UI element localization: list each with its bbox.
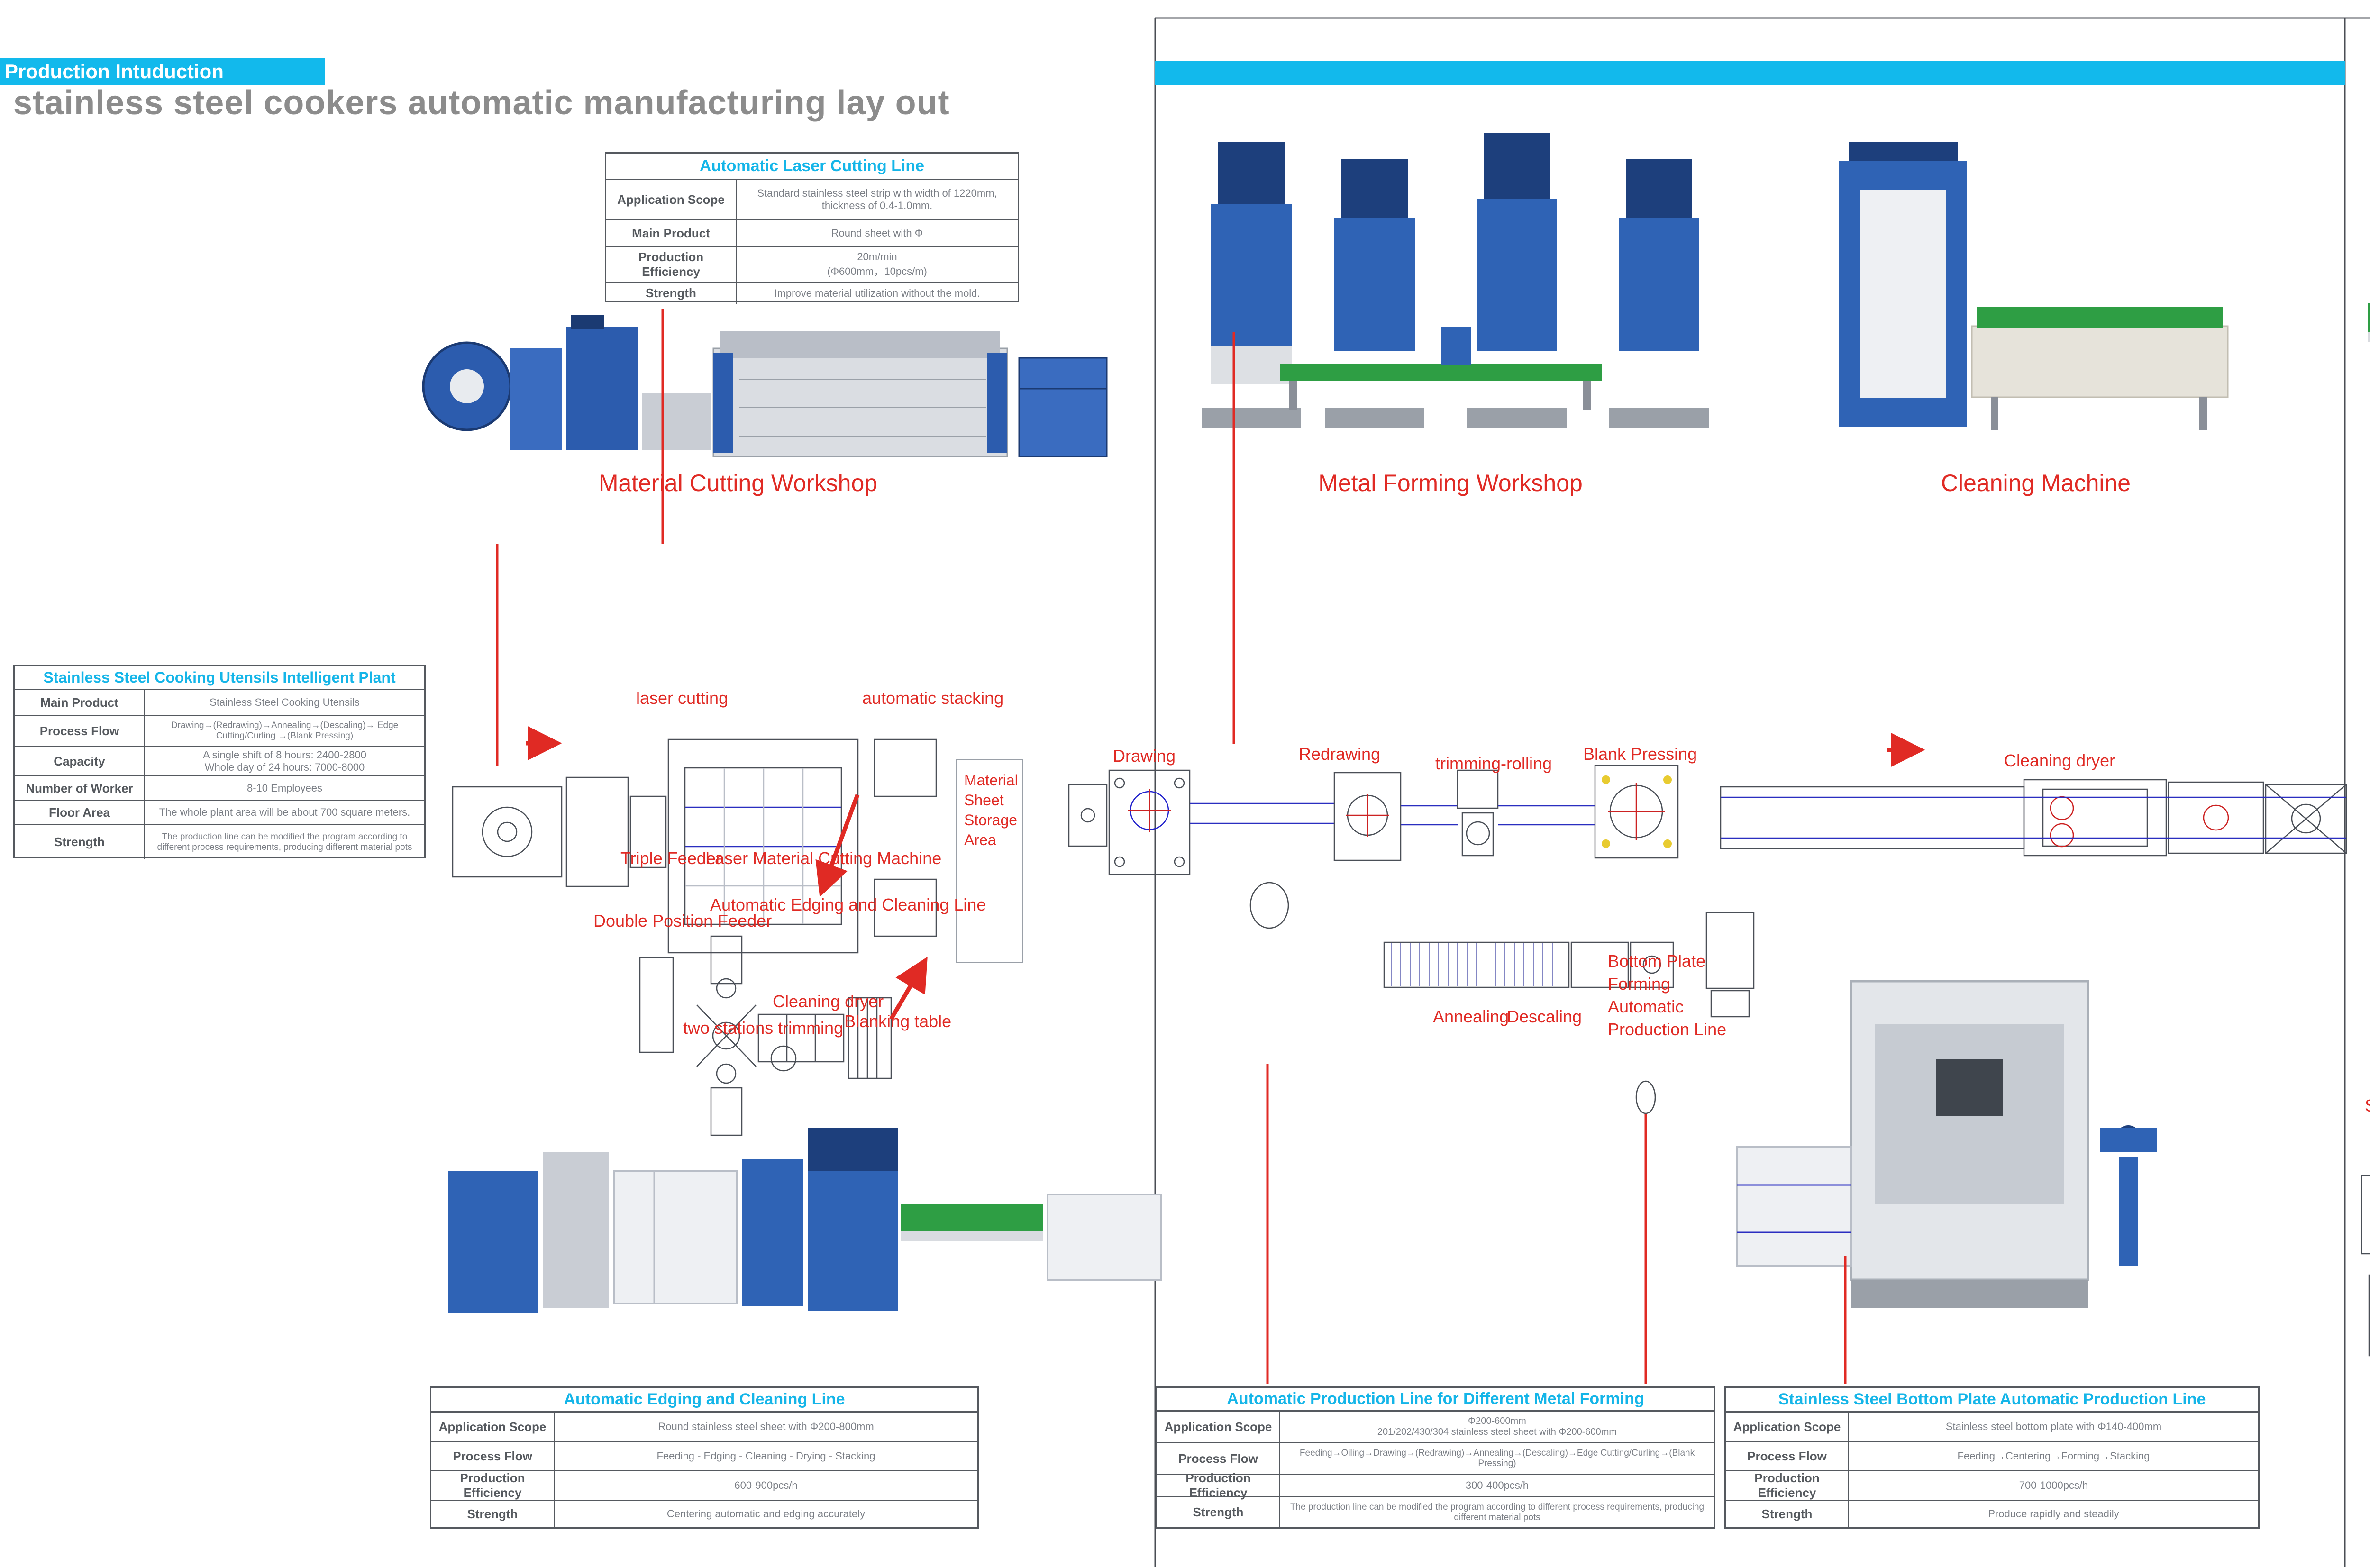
row-label: Process Flow [15,716,145,746]
row-value: 8-10 Employees [247,782,322,794]
label-drawing: Drawing [1113,746,1176,766]
label-blank-pressing: Blank Pressing [1583,744,1697,764]
row-label: Number of Worker [15,776,145,800]
row-label: Application Scope [1726,1413,1849,1441]
row-value: 700-1000pcs/h [2019,1479,2088,1491]
row-label: Production Efficiency [1157,1471,1280,1500]
page-title: stainless steel cookers automatic manufa… [13,84,950,122]
cyan-top-bar [1155,61,2345,85]
page-badge: Production Intuduction [0,58,325,85]
row-label: Process Flow [1726,1442,1849,1470]
row-value: Drawing→(Redrawing)→Annealing→(Descaling… [171,720,399,741]
render-material-cutting-line [422,315,1108,457]
row-value: Stainless Steel Cooking Utensils [210,696,360,708]
label-double-position-feeder: Double Position Feeder [593,911,772,930]
table-automatic-edging-cleaning-line: Automatic Edging and Cleaning Line Appli… [430,1386,979,1529]
label-laser-cutting: laser cutting [636,688,729,708]
label-bottom-plate-forming: Bottom Plate Forming Automatic Productio… [1608,951,1727,1039]
label-automatic-stacking: automatic stacking [862,688,1004,708]
row-value: Φ200-600mm 201/202/430/304 stainless ste… [1377,1416,1617,1437]
table-title: Automatic Edging and Cleaning Line [431,1388,977,1413]
row-value: Feeding→Centering→Forming→Stacking [1957,1450,2150,1462]
row-value: Standard stainless steel strip with widt… [757,187,997,211]
label-laser-material-cutting-machine: Laser Material Cutting Machine [705,848,942,868]
callout-circles [770,882,1656,1114]
row-value: Feeding - Edging - Cleaning - Drying - S… [656,1450,875,1462]
workshop-label-cleaning-machine: Cleaning Machine [1941,470,2131,496]
row-value: Centering automatic and edging accuratel… [666,1508,866,1520]
label-cn-aluminium-sheet: 铝片 [2369,1204,2370,1220]
row-label: Application Scope [431,1413,555,1441]
row-label: Production Efficiency [606,247,737,282]
row-value: The production line can be modified the … [157,831,412,852]
label-trimming-rolling: trimming-rolling [1435,754,1552,773]
table-automatic-laser-cutting-line: Automatic Laser Cutting Line Application… [605,152,1019,304]
table-title: Stainless Steel Bottom Plate Automatic P… [1726,1388,2258,1413]
row-value: The production line can be modified the … [1290,1502,1705,1522]
row-value: The whole plant area will be about 700 s… [159,806,410,818]
label-redrawing: Redrawing [1299,744,1381,764]
row-value: 20m/min (Φ600mm，10pcs/m) [827,251,927,277]
label-blanking-table: Blanking table [844,1012,952,1031]
row-label: Strength [606,283,737,304]
label-descaling: Descaling [1507,1007,1582,1026]
row-value: Produce rapidly and steadily [1988,1508,2119,1520]
label-putting-brazing-powder: Putting Brazing Powder [2369,999,2370,1021]
row-label: Application Scope [606,180,737,219]
row-label: Strength [1157,1497,1280,1528]
layout-2d-metal-forming [1068,765,1755,1018]
row-value: Round sheet with Φ [831,227,923,239]
layout-2d-covering-bonding [2361,1175,2370,1357]
row-label: Application Scope [1157,1412,1280,1442]
table-title: Automatic Production Line for Different … [1157,1388,1714,1412]
label-two-stations-trimming: two stations trimming [683,1018,844,1038]
row-label: Process Flow [1157,1443,1280,1474]
row-value: Improve material utilization without the… [774,287,980,299]
layout-2d-cleaning-dryer [1720,779,2347,857]
label-cleaning-dryer-left: Cleaning dryer [773,992,884,1011]
row-label: Production Efficiency [1726,1471,1849,1500]
workshop-label-metal-forming: Metal Forming Workshop [1318,470,1583,496]
row-value: Feeding→Oiling→Drawing→(Redrawing)→Annea… [1299,1448,1695,1468]
row-value: 300-400pcs/h [1465,1479,1529,1491]
workshop-label-material-cutting: Material Cutting Workshop [598,470,878,496]
row-value: 600-900pcs/h [734,1479,798,1491]
row-value: Round stainless steel sheet with Φ200-80… [658,1421,874,1432]
label-material-sheet-storage: Material Sheet Storage Area [964,772,1018,848]
row-value: A single shift of 8 hours: 2400-2800 Who… [203,749,366,773]
render-bottom-plate-press [1736,980,2157,1308]
table-metal-forming-line: Automatic Production Line for Different … [1156,1386,1715,1529]
row-label: Production Efficiency [431,1471,555,1500]
layout-2d-material-cutting [452,738,937,1136]
render-covering-line [2368,303,2370,342]
row-label: Capacity [15,747,145,775]
row-value: Stainless steel bottom plate with Φ140-4… [1945,1421,2162,1432]
row-label: Main Product [15,690,145,715]
row-label: Floor Area [15,801,145,824]
row-label: Strength [431,1501,555,1527]
table-intelligent-plant: Stainless Steel Cooking Utensils Intelli… [13,665,426,859]
render-metal-forming-presses [1202,133,1709,428]
material-sheet-storage-box [956,759,1023,963]
table-bottom-plate-line: Stainless Steel Bottom Plate Automatic P… [1724,1386,2260,1529]
render-cleaning-machine [1839,142,2229,430]
label-spot-welding: Spot Welding [2365,1095,2370,1117]
label-auto-edging-line: Automatic Edging and Cleaning Line [710,895,986,914]
row-label: Strength [1726,1501,1849,1527]
label-annealing: Annealing [1433,1007,1509,1026]
table-title: Automatic Laser Cutting Line [606,154,1018,180]
table-title: Stainless Steel Cooking Utensils Intelli… [15,666,424,690]
label-triple-feeder: Triple Feeder [620,848,721,868]
row-label: Main Product [606,220,737,246]
row-label: Strength [15,825,145,859]
label-cleaning-dryer-mid: Cleaning dryer [2004,751,2115,770]
render-edging-cleaning-line [448,1128,1162,1313]
row-label: Process Flow [431,1442,555,1470]
